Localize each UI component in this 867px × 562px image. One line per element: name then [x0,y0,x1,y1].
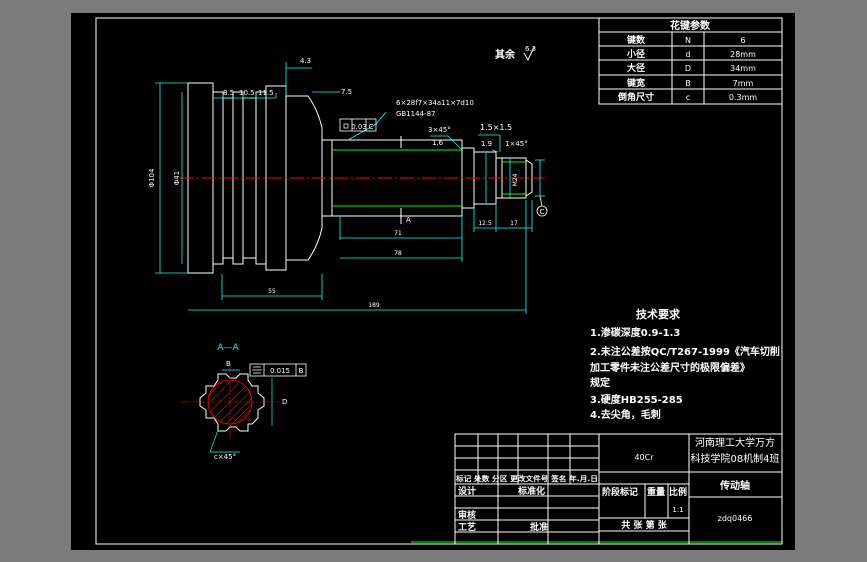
tb-material: 40Cr [634,453,654,462]
section-view [180,365,280,453]
sheet-background [71,13,795,550]
thread-label: M24 [512,173,519,186]
spline-profile [199,373,265,432]
spline-row-value: 6 [740,36,745,45]
section-dim-c45: c×45° [214,453,236,461]
spline-row-value: 28mm [730,50,756,59]
section-dim-d-label: D [282,398,287,406]
tb-part-name: 传动轴 [719,479,750,492]
drawing-frame [95,17,783,545]
section-tol-ref: B [299,367,304,375]
spline-row-name: 键宽 [626,77,645,89]
dim-11-5: 11.5 [258,89,274,97]
datum-c-leader [539,195,543,207]
spline-parameter-table [598,17,783,105]
tolerance-value: 0.03 [351,123,367,131]
tb-review: 审核 [458,509,476,521]
geometric-tolerance-frame [339,118,377,132]
tb-standardize: 标准化 [517,485,545,497]
spline-row-symbol: N [685,36,691,45]
dimension-texts: 4.3 8.5 10.5 11.5 7.5 Φ104 Φ41 55 189 71… [148,57,528,309]
spline-row-symbol: B [685,79,691,88]
spline-row-value: 0.3mm [729,93,758,102]
spline-table-rows: 键数 N 6 小径 d 28mm 大径 D 34mm 键宽 B 7mm 倒角尺寸… [617,34,757,103]
dim-1x45: 1×45° [505,140,528,148]
tech-req-line: 规定 [590,376,610,389]
dimension-lines [155,62,545,314]
spline-row-name: 倒角尺寸 [617,91,654,103]
section-hatch [207,379,253,425]
dim-phi104: Φ104 [148,168,156,187]
dim-10-5: 10.5 [239,89,255,97]
dim-55: 55 [268,288,276,295]
spline-row-name: 大径 [627,62,645,74]
symmetry-icon [252,366,262,374]
dim-17: 17 [510,220,518,227]
tb-rev-headers: 标记 处数 分区 更改文件号 签名 年.月.日 [455,474,598,483]
spline-row-name: 键数 [626,34,646,46]
section-title: A—A [217,343,239,353]
tb-school-line2: 科技学院08机制4班 [690,452,779,465]
dim-8-5: 8.5 [223,89,234,97]
tech-req-line: 1.渗碳深度0.9-1.3 [590,326,680,339]
dim-71: 71 [394,230,402,237]
dim-1-9: 1.9 [481,140,492,148]
tech-req-lines: 1.渗碳深度0.9-1.3 2.未注公差按QC/T267-1999《汽车切削 加… [589,326,780,421]
tech-req-line: 4.去尖角，毛刺 [590,408,661,421]
dim-189: 189 [368,302,380,309]
tb-approve: 批准 [530,521,548,533]
section-tol-value: 0.015 [270,367,290,375]
section-mark-label: A [406,216,411,224]
spline-row-symbol: d [685,50,690,59]
tech-req-line: 2.未注公差按QC/T267-1999《汽车切削 [590,345,780,358]
dim-1-5x1-5: 1.5×1.5 [480,123,512,132]
tb-school-line1: 河南理工大学万方 [695,436,775,449]
roughness-label: 其余 [495,48,516,61]
tb-stage-mark: 阶段标记 [602,486,638,498]
spline-row-value: 34mm [730,64,756,73]
tb-drawing-no: zdq0466 [718,514,753,523]
spline-row-name: 小径 [626,48,645,60]
tb-sheets: 共 张 第 张 [621,519,667,531]
tb-designer: 设计 [458,485,476,497]
tb-scale: 1:1 [672,506,683,514]
spline-row-symbol: D [685,64,691,73]
dim-7-5: 7.5 [341,88,352,96]
datum-c-label: C [540,208,545,216]
spline-table-title: 花键参数 [670,19,711,32]
roughness-symbol-icon [523,46,535,62]
section-dim-b-label: B [226,360,231,368]
tb-process: 工艺 [458,521,476,533]
tb-scale-label: 比例 [669,486,687,498]
title-block-grid [454,433,783,545]
spline-standard: GB1144-87 [396,110,435,118]
spline-row-symbol: c [686,93,690,102]
dim-1-6: 1.6 [432,139,444,147]
tech-req-title: 技术要求 [636,307,681,321]
dim-4-3: 4.3 [300,57,311,65]
spline-row-value: 7mm [733,79,754,88]
tolerance-ref: C [369,123,374,131]
tb-weight: 重量 [647,486,665,498]
tech-req-line: 加工零件未注公差尺寸的极限偏差》 [589,361,750,374]
dim-3x45: 3×45° [428,126,451,134]
roughness-value: 6.3 [525,45,536,53]
section-leader [209,429,219,453]
dim-phi41: Φ41 [173,171,181,185]
dim-12-5: 12.5 [478,220,492,227]
section-tolerance-frame [249,363,307,377]
flatness-icon [343,123,349,129]
tech-req-line: 3.硬度HB255-285 [590,393,683,406]
spline-spec: 6×28f7×34a11×7d10 [396,99,474,107]
dim-78: 78 [394,250,402,257]
